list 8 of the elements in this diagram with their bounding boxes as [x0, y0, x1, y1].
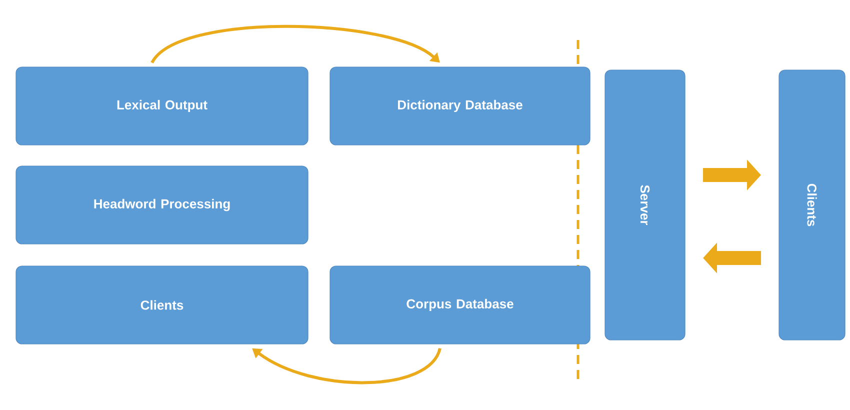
- curved-arrow: [150, 24, 440, 64]
- process-box: Dictionary Database: [330, 66, 590, 146]
- process-box: Lexical Output: [16, 66, 308, 146]
- process-box: Headword Processing: [16, 166, 308, 244]
- process-box: Server: [604, 70, 686, 340]
- process-box: Corpus Database: [330, 266, 590, 344]
- process-box: Clients: [778, 70, 846, 340]
- process-box: Clients: [16, 266, 308, 344]
